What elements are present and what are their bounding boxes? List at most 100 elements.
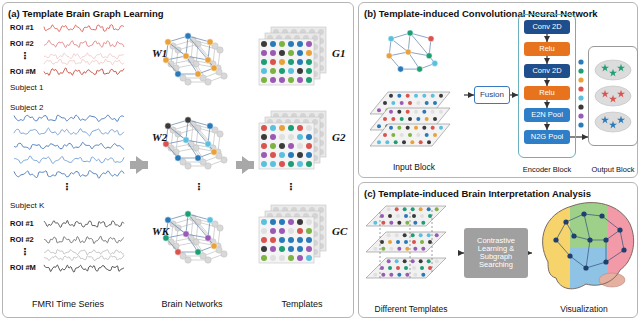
brain-network-graph — [168, 121, 222, 165]
brain-connection — [556, 222, 566, 240]
graph-node — [195, 155, 201, 161]
ellipsis-mark: ⋮ — [194, 182, 204, 192]
matrix-cell — [402, 140, 406, 144]
ellipsis-mark: ⋮ — [62, 182, 72, 192]
template-cell — [261, 152, 267, 158]
block-arrow — [236, 161, 254, 169]
matrix-cell — [422, 126, 426, 130]
matrix-cell — [383, 101, 387, 105]
matrix-cell — [391, 101, 395, 105]
template-cell — [261, 255, 267, 261]
template-cell — [261, 228, 267, 234]
matrix-cell — [408, 133, 412, 137]
template-cell — [288, 41, 294, 47]
template-cell — [261, 134, 267, 140]
template-cell — [261, 219, 267, 225]
template-cell — [288, 59, 294, 65]
graph-node — [205, 57, 211, 63]
matrix-cell — [428, 240, 432, 244]
matrix-cell — [397, 221, 401, 225]
projection-line — [410, 210, 411, 278]
cluster — [595, 60, 631, 80]
matrix-cell — [422, 94, 426, 98]
matrix-plane — [366, 232, 446, 252]
time-series-trace — [44, 25, 124, 32]
graph-node — [183, 231, 189, 237]
box-label: Contrastive Learning & Subgraph Searchin… — [464, 237, 528, 270]
brain-connection — [570, 256, 586, 268]
matrix-cell — [421, 247, 425, 251]
matrix-plane — [370, 124, 450, 146]
pool-layer: E2N Pool — [524, 108, 570, 122]
template-cell — [297, 41, 303, 47]
graph-node — [432, 60, 438, 66]
matrix-cell — [414, 94, 418, 98]
class-star — [617, 64, 625, 72]
column-group: Brain Networks — [148, 18, 236, 314]
brain-lobe — [530, 196, 570, 296]
template-cell — [288, 125, 294, 131]
input-block: Input Block — [364, 18, 464, 174]
template-cell — [297, 161, 303, 167]
matrix-cell — [400, 101, 404, 105]
matrix-cell — [419, 140, 423, 144]
matrix-cell — [395, 207, 399, 211]
template-cell — [279, 161, 285, 167]
brain-region-dot — [567, 253, 572, 258]
matrix-cell — [391, 117, 395, 121]
graph-edge — [188, 214, 208, 238]
brain-network-graph — [173, 125, 227, 169]
matrix-cell — [433, 117, 437, 121]
matrix-cell — [421, 221, 425, 225]
brain-region-dot — [571, 233, 576, 238]
matrix-cell — [413, 247, 417, 251]
class-star — [601, 116, 609, 124]
matrix-cell — [425, 101, 429, 105]
graph-node — [426, 53, 432, 59]
matrix-cell — [387, 233, 391, 237]
matrix-cell — [373, 221, 377, 225]
template-cell — [297, 125, 303, 131]
graph-node — [417, 66, 423, 72]
brain-visualization: Visualization — [532, 196, 636, 316]
brain-connection — [584, 214, 602, 216]
brain-region-dot — [621, 247, 626, 252]
matrix-cell — [427, 259, 431, 263]
matrix-cell — [412, 266, 416, 270]
template-cell — [297, 152, 303, 158]
graph-node — [175, 71, 181, 77]
roi-label: ROI #1 — [10, 24, 34, 32]
subject-label: Subject 2 — [10, 104, 43, 112]
template-cell — [297, 255, 303, 261]
template-cell — [270, 50, 276, 56]
brain-network-graph — [173, 219, 227, 263]
matrix-cell — [404, 214, 408, 218]
matrix-cell — [385, 140, 389, 144]
template-cell — [261, 41, 267, 47]
block-arrow — [130, 161, 148, 169]
template-cell — [261, 59, 267, 65]
matrix-cell — [400, 133, 404, 137]
graph-node — [207, 39, 213, 45]
template-cell — [288, 228, 294, 234]
conv-layer: Conv 2D — [524, 64, 570, 78]
matrix-cell — [419, 207, 423, 211]
symbol-label: G1 — [332, 48, 345, 59]
matrix-cell — [397, 94, 401, 98]
matrix-cell — [431, 126, 435, 130]
matrix-cell — [419, 259, 423, 263]
matrix-cell — [414, 126, 418, 130]
matrix-cell — [404, 266, 408, 270]
template-cell — [306, 255, 312, 261]
time-series-trace — [44, 53, 124, 59]
box-label: Fusion — [480, 91, 504, 100]
graph-node — [185, 117, 191, 123]
matrix-cell — [439, 94, 443, 98]
brain-connection — [602, 216, 620, 230]
matrix-cell — [419, 233, 423, 237]
class-star — [601, 90, 609, 98]
template-cell — [270, 161, 276, 167]
brain-connection — [620, 230, 624, 250]
flow-arrow — [546, 78, 547, 86]
template-cell — [279, 237, 285, 243]
